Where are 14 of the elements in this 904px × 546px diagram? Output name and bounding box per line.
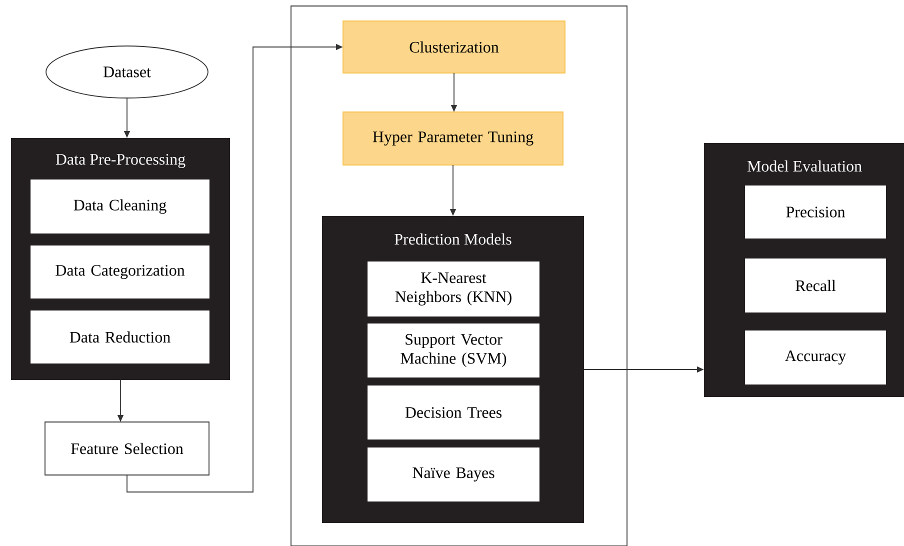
group-frame bbox=[290, 6, 628, 546]
step-box: Naïve Bayes bbox=[368, 448, 540, 502]
step-box: Precision bbox=[745, 186, 886, 238]
step-box: Decision Trees bbox=[368, 386, 540, 440]
step-box: K-Nearest Neighbors (KNN) bbox=[368, 262, 540, 316]
step-box: Data Reduction bbox=[30, 310, 210, 364]
process-box: Hyper Parameter Tuning bbox=[342, 112, 564, 166]
step-box: Support Vector Machine (SVM) bbox=[368, 324, 540, 378]
process-box: Clusterization bbox=[342, 20, 566, 74]
step-box: Data Cleaning bbox=[30, 180, 210, 234]
step-box: Recall bbox=[745, 258, 886, 312]
process-box: Feature Selection bbox=[44, 422, 210, 476]
step-box: Accuracy bbox=[745, 330, 886, 384]
step-box: Data Categorization bbox=[30, 246, 210, 298]
